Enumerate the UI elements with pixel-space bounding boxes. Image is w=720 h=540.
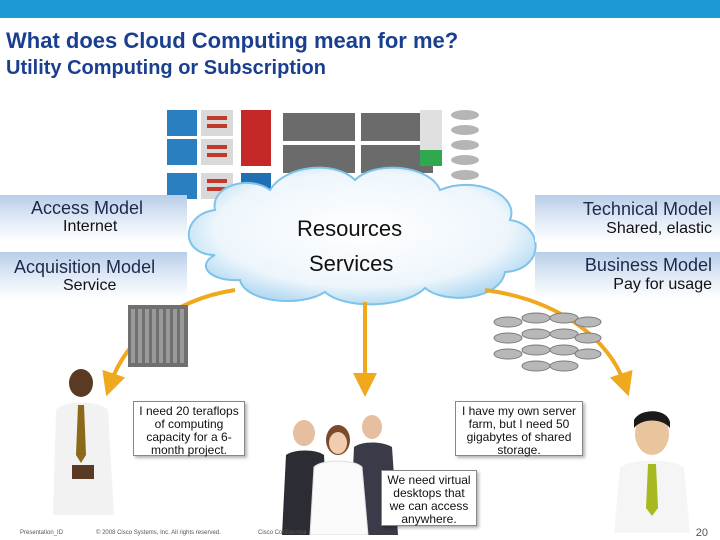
business-model-heading: Business Model — [584, 255, 712, 275]
cloud-icon — [187, 166, 537, 306]
technical-model-value: Shared, elastic — [606, 220, 712, 237]
center-speech-bubble: We need virtual desktops that we can acc… — [381, 470, 477, 526]
man-right-person-icon — [614, 411, 690, 533]
cloud-resources-label: Resources — [297, 216, 403, 241]
technical-model-heading: Technical Model — [582, 199, 712, 219]
business-model-box: Business Model Pay for usage — [535, 252, 720, 299]
storage-disks-image — [493, 312, 602, 372]
blade-server-image — [128, 305, 188, 367]
network-switches-icon — [167, 110, 271, 218]
acquisition-model-box: Acquisition Model Service — [0, 252, 187, 299]
slide-title: What does Cloud Computing mean for me? — [6, 28, 459, 53]
technical-model-box: Technical Model Shared, elastic — [535, 195, 720, 242]
access-model-value: Internet — [63, 218, 118, 235]
left-speech-bubble: I need 20 teraflops of computing capacit… — [133, 401, 245, 457]
footer-copyright: © 2008 Cisco Systems, Inc. All rights re… — [96, 530, 221, 536]
top-accent-bar — [0, 0, 720, 18]
footer-confidential: Cisco Confidential — [258, 530, 307, 536]
acquisition-model-value: Service — [63, 277, 117, 294]
access-model-heading: Access Model — [31, 198, 144, 218]
man-left-person-icon — [53, 369, 114, 515]
access-model-box: Access Model Internet — [0, 195, 187, 242]
right-speech-bubble: I have my own server farm, but I need 50… — [455, 401, 583, 457]
page-number: 20 — [695, 527, 708, 539]
cloud-services-label: Services — [309, 251, 394, 276]
footer-presentation-id: Presentation_ID — [20, 530, 64, 536]
slide-subtitle: Utility Computing or Subscription — [6, 57, 326, 79]
acquisition-model-heading: Acquisition Model — [14, 257, 156, 277]
business-model-value: Pay for usage — [613, 276, 712, 293]
network-equipment-image — [167, 110, 479, 218]
